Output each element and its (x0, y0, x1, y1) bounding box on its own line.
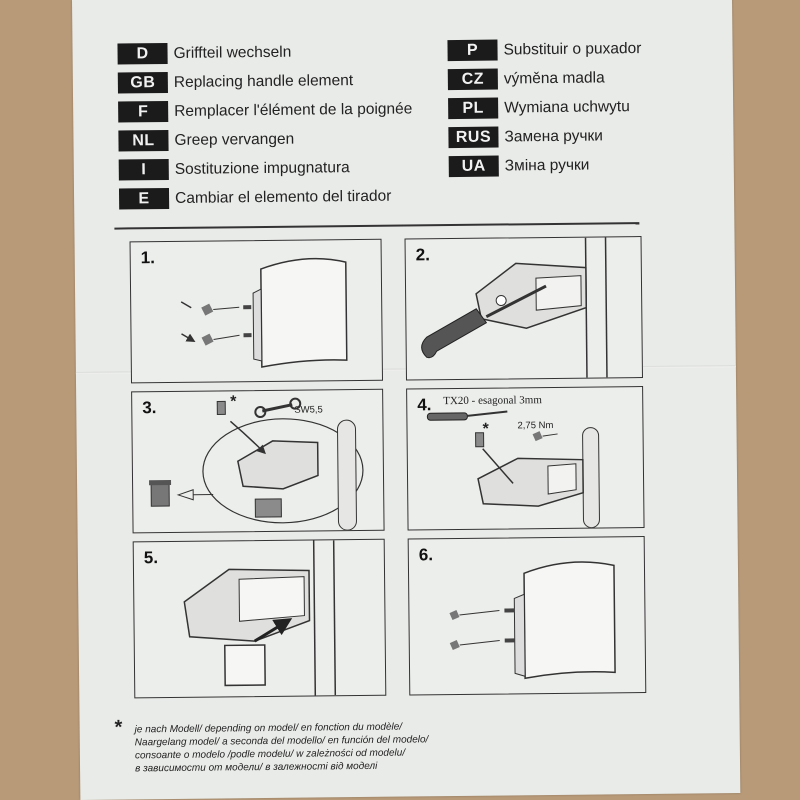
handle-mount-illustration (449, 561, 616, 680)
footnote-line: в зависимости от модели/ в залежності ві… (134, 760, 378, 775)
language-code: CZ (447, 68, 498, 91)
language-code: RUS (448, 126, 499, 149)
language-text: výměna madla (503, 68, 605, 87)
language-row: PL Wymiana uchwytu (448, 92, 642, 123)
handle-removal-illustration (180, 257, 348, 368)
step-4-panel: 4. TX20 - esagonal 3mm * 2,75 Nm (406, 386, 645, 531)
language-code: UA (448, 155, 499, 178)
language-row: NL Greep vervangen (118, 123, 412, 155)
language-code: F (118, 100, 169, 123)
language-code: E (118, 187, 170, 210)
step-1-panel: 1. (129, 238, 384, 384)
language-code: GB (117, 72, 168, 94)
screw-icon (201, 333, 240, 346)
screwdriver-icon (421, 284, 547, 359)
language-code: PL (448, 97, 499, 120)
language-row: D Griffteil wechseln (117, 36, 411, 68)
insert-handle-illustration (183, 540, 337, 696)
cap-icon (216, 400, 226, 416)
language-text: Greep vervangen (174, 130, 295, 149)
language-code: D (117, 43, 168, 65)
header-divider (114, 222, 640, 230)
language-text: Remplacer l'élément de la poignée (174, 99, 413, 120)
cap-icon (475, 432, 485, 448)
screwdriver-illustration (421, 237, 608, 378)
language-row: RUS Замена ручки (448, 121, 642, 152)
language-code: I (118, 158, 169, 181)
disassembly-illustration (149, 397, 364, 531)
language-list-right: P Substituir o puxador CZ výměna madla PL W… (447, 34, 642, 181)
trash-bin-icon (149, 479, 172, 507)
language-text: Wymiana uchwytu (504, 97, 630, 116)
language-text: Cambiar el elemento del tirador (174, 187, 392, 207)
language-text: Griffteil wechseln (173, 43, 292, 62)
language-row: CZ výměna madla (447, 63, 642, 94)
screw-icon (449, 610, 500, 621)
screwdriver-icon (426, 410, 508, 421)
step-2-panel: 2. (404, 236, 643, 381)
footnote-asterisk: * (114, 716, 123, 739)
screw-icon (532, 431, 558, 442)
step-6-panel: 6. (407, 536, 647, 696)
reassembly-illustration (426, 410, 600, 529)
language-code: NL (118, 129, 169, 152)
language-text: Sostituzione impugnatura (174, 158, 350, 178)
language-text: Replacing handle element (173, 71, 354, 91)
step-5-panel: 5. (132, 538, 387, 699)
screw-icon (449, 640, 500, 651)
language-row: P Substituir o puxador (447, 34, 641, 65)
language-code: P (447, 39, 498, 62)
language-text: Зміна ручки (504, 156, 590, 174)
footnote: * je nach Modell/ depending on model/ en… (115, 717, 466, 775)
step-3-panel: 3. * SW5,5 (131, 388, 385, 534)
language-text: Замена ручки (504, 126, 604, 145)
screw-icon (201, 303, 240, 316)
language-row: UA Зміна ручки (448, 150, 643, 181)
wrench-icon (254, 397, 302, 419)
language-text: Substituir o puxador (503, 39, 642, 58)
